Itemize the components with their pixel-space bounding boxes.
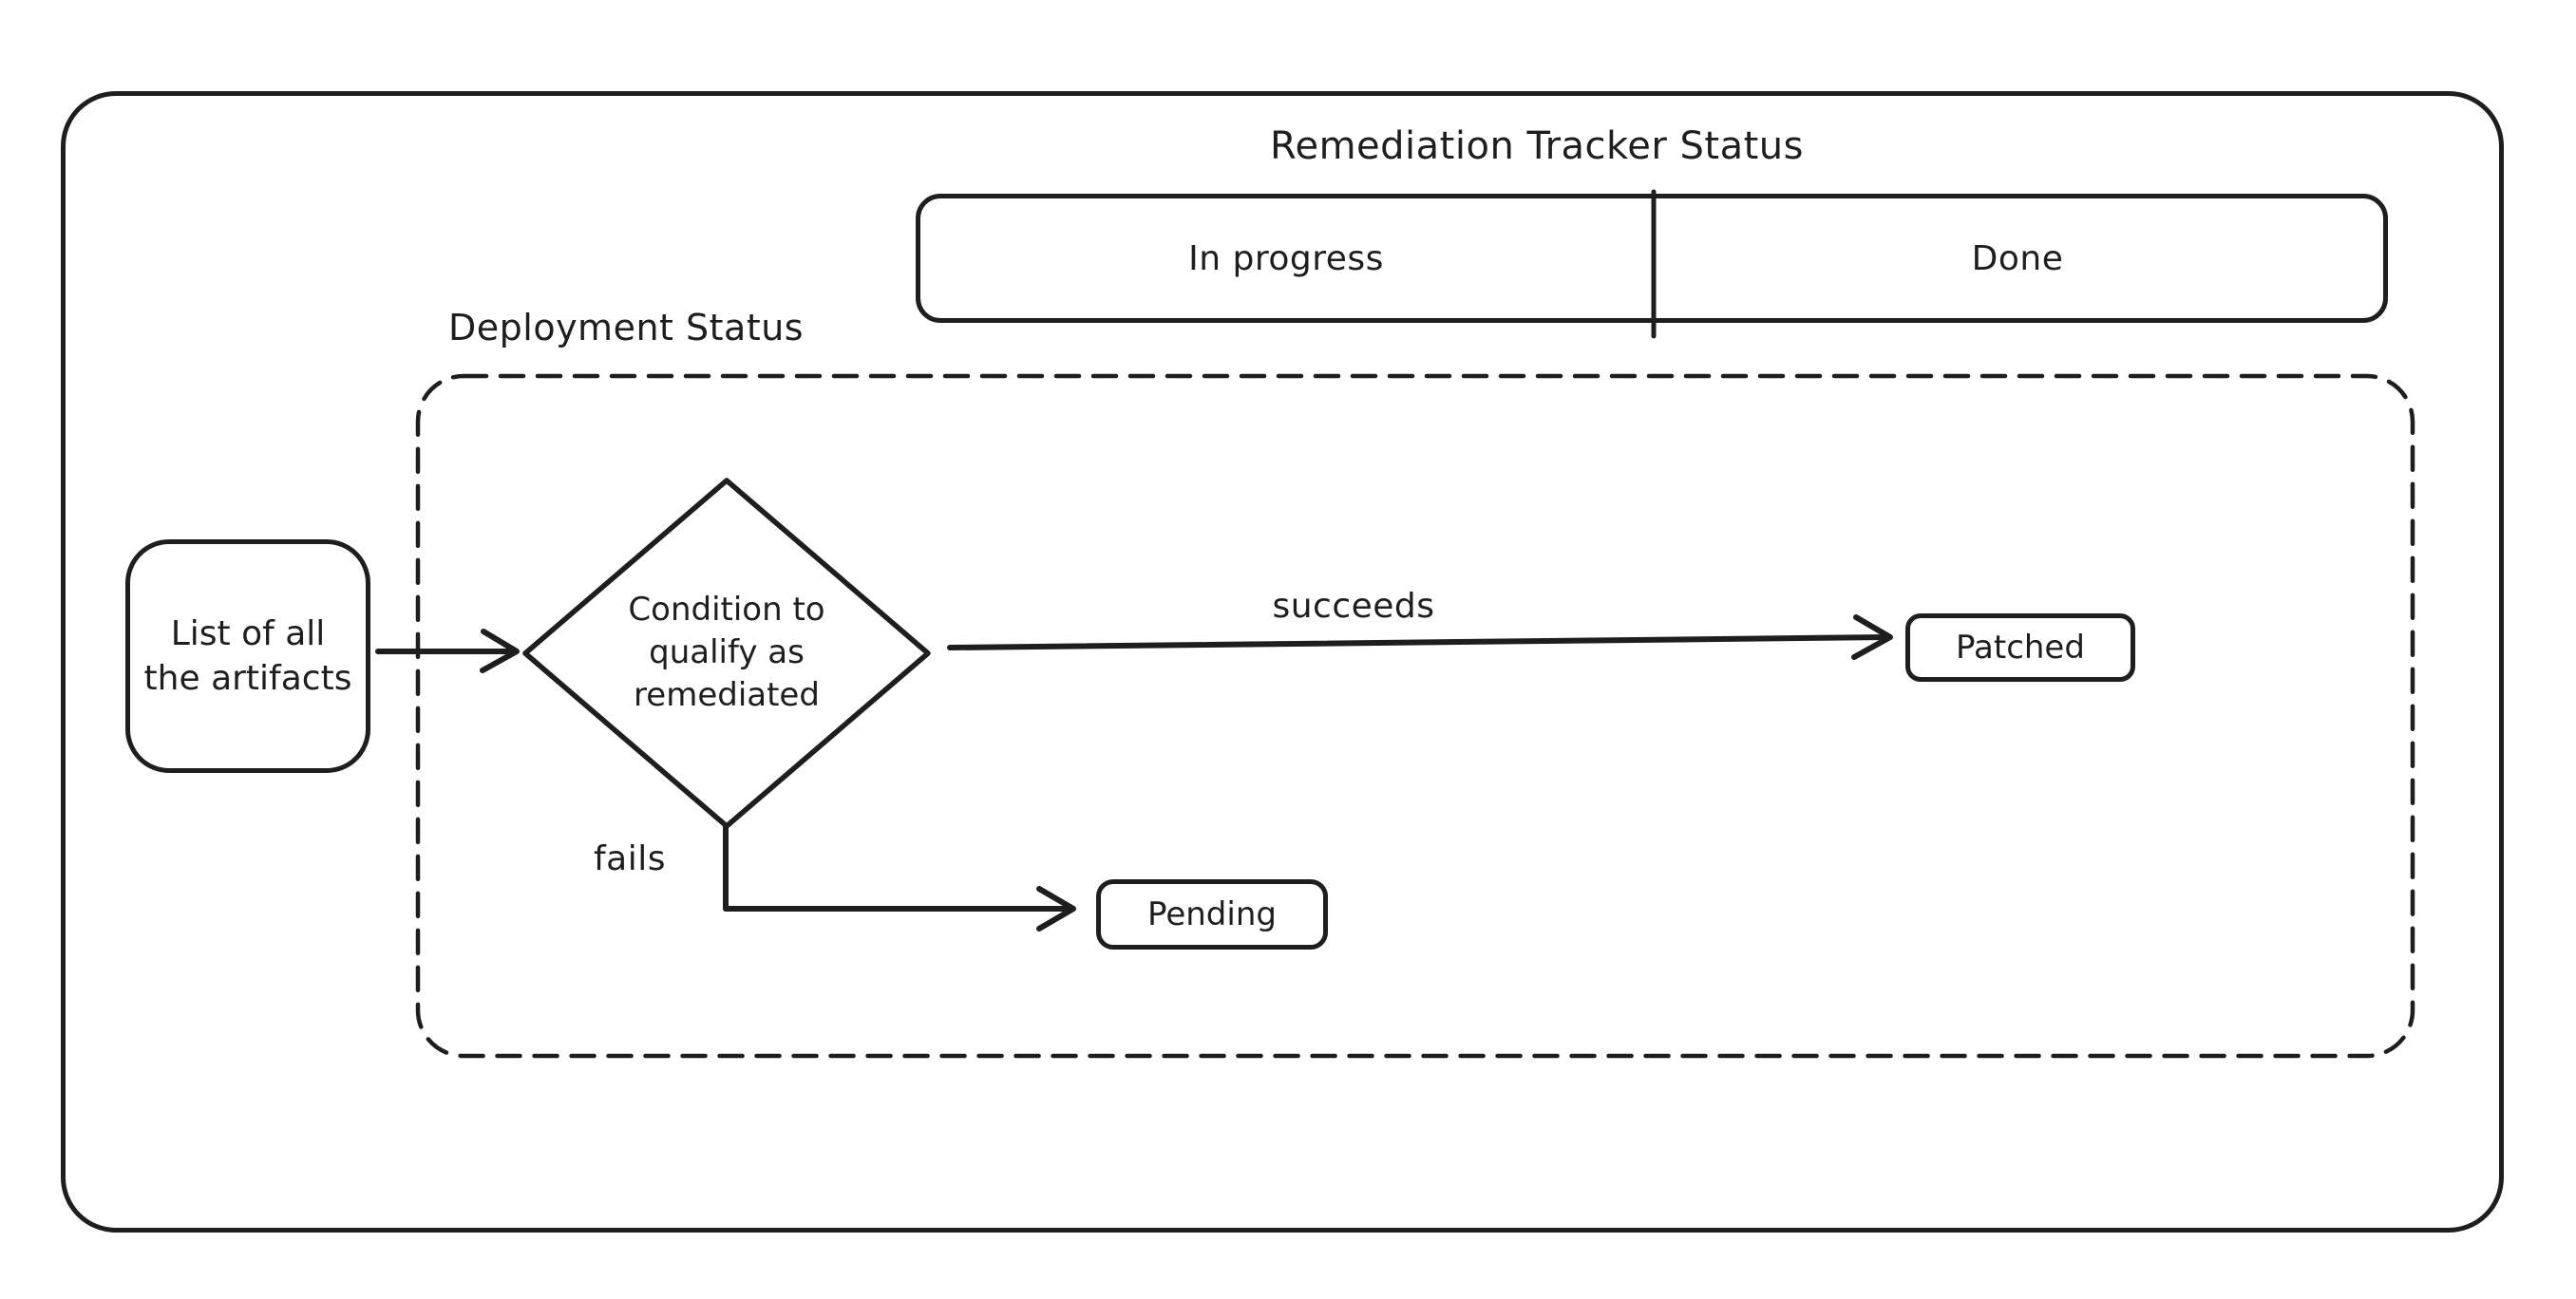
diagram-title: Remediation Tracker Status [1269,124,1804,168]
artifacts-node-label-line2: the artifacts [143,659,352,698]
condition-label-line3: remediated [634,676,820,714]
patched-node: Patched [1905,613,2135,682]
pending-node-label: Pending [1147,895,1277,933]
outer-frame [61,91,2504,1233]
pending-node: Pending [1096,879,1328,950]
succeeds-edge-label: succeeds [1272,587,1435,626]
condition-label-line2: qualify as [649,633,805,671]
tracker-status-box: In progress Done [916,194,2388,323]
tracker-cell-done: Done [1971,238,2064,278]
condition-diamond-label: Condition to qualify as remediated [584,589,869,717]
artifacts-node: List of all the artifacts [125,539,370,773]
fails-edge-label: fails [594,839,666,878]
tracker-cell-in-progress: In progress [1188,238,1384,278]
deployment-status-label: Deployment Status [448,307,805,348]
condition-label-line1: Condition to [628,591,825,629]
artifacts-node-label-line1: List of all [170,614,326,653]
patched-node-label: Patched [1956,629,2085,667]
